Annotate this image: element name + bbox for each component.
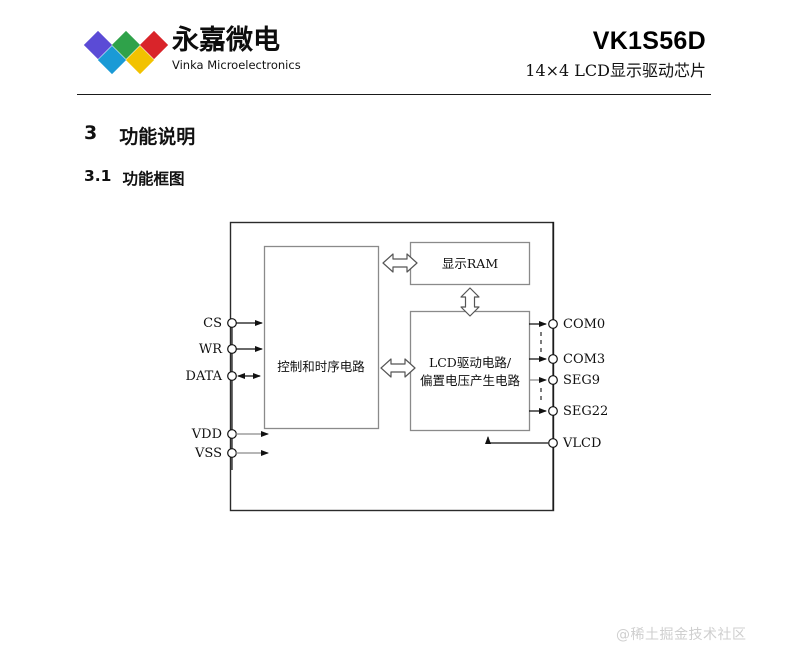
subsection-heading: 3.1 功能框图 [84, 167, 184, 189]
arrow-control-to-lcd-icon [380, 358, 416, 378]
arrow-control-to-ram-icon [382, 253, 418, 273]
pin-pad-vss [227, 448, 237, 458]
pin-label-wr: WR [199, 342, 223, 357]
pin-label-com0: COM0 [563, 317, 605, 332]
pin-label-vss: VSS [194, 446, 222, 461]
pin-label-seg9: SEG9 [563, 373, 600, 388]
pin-wire-vlcd [485, 436, 548, 444]
pin-label-com3: COM3 [563, 352, 605, 367]
section-title: 功能说明 [119, 126, 196, 148]
block-lcd-driver-label-line1: LCD驱动电路/ [429, 355, 512, 370]
pin-label-cs: CS [203, 316, 222, 331]
brand-text: 永嘉微电 Vinka Microelectronics [172, 26, 301, 73]
pin-label-seg22: SEG22 [563, 404, 608, 419]
watermark: @稀土掘金技术社区 [616, 627, 747, 643]
pin-pad-com0 [548, 319, 558, 329]
subsection-number: 3.1 [84, 167, 112, 185]
vinka-logo-icon [83, 28, 169, 78]
block-display-ram-label: 显示RAM [442, 256, 498, 271]
section-heading: 3 功能说明 [84, 122, 195, 149]
arrow-ram-to-lcd-icon [460, 287, 480, 317]
brand-name-en: Vinka Microelectronics [172, 58, 301, 72]
pin-pad-seg9 [548, 375, 558, 385]
pin-pad-seg22 [548, 406, 558, 416]
pin-pad-cs [227, 318, 237, 328]
page-title: VK1S56D [592, 27, 706, 55]
brand-logo: 永嘉微电 Vinka Microelectronics [83, 26, 301, 78]
pin-pad-data [227, 371, 237, 381]
pin-pad-vdd [227, 429, 237, 439]
header-divider [77, 94, 711, 95]
page-header: 永嘉微电 Vinka Microelectronics VK1S56D 14×4… [0, 0, 788, 100]
pin-label-data: DATA [186, 369, 223, 384]
pin-pad-com3 [548, 354, 558, 364]
pin-pad-wr [227, 344, 237, 354]
brand-name-cn: 永嘉微电 [172, 25, 280, 56]
block-display-ram [409, 241, 531, 286]
block-control-timing-label: 控制和时序电路 [277, 359, 365, 374]
block-lcd-driver-label-line2: 偏置电压产生电路 [420, 373, 521, 388]
pin-pad-vlcd [548, 438, 558, 448]
section-number: 3 [84, 122, 98, 144]
page-subtitle: 14×4 LCD显示驱动芯片 [525, 61, 706, 80]
document-header-titles: VK1S56D 14×4 LCD显示驱动芯片 [525, 26, 706, 83]
pin-label-vdd: VDD [191, 427, 222, 442]
block-lcd-driver [409, 310, 531, 432]
block-control-timing [263, 245, 380, 430]
subsection-title: 功能框图 [122, 170, 185, 188]
pin-label-vlcd: VLCD [562, 436, 601, 451]
chip-boundary [229, 221, 555, 512]
